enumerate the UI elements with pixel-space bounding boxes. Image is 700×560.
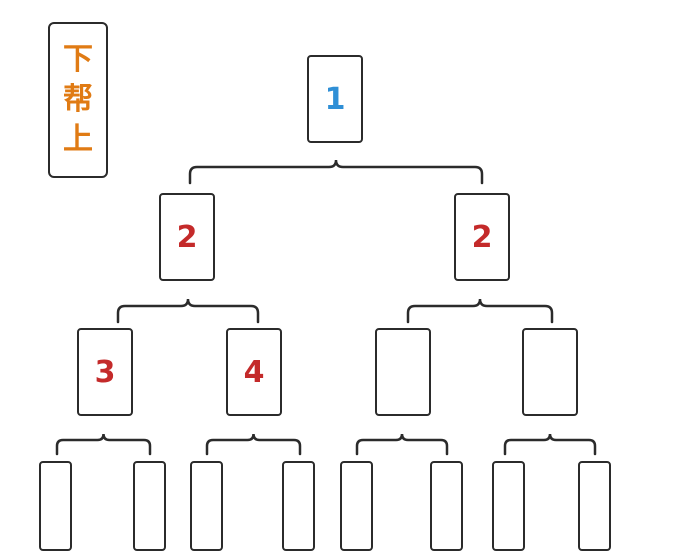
brace-root [188,159,484,185]
node-level1-left: 2 [159,193,215,281]
node-level3-3 [190,461,223,551]
node-level3-5 [340,461,373,551]
node-level2-1: 3 [77,328,133,416]
brace-level2-4 [503,433,597,456]
node-level2-2: 4 [226,328,282,416]
brace-level2-2 [205,433,302,456]
brace-level2-3 [355,433,449,456]
node-level2-3 [375,328,431,416]
node-level3-6 [430,461,463,551]
legend-char-1: 下 [63,42,93,77]
node-level3-1 [39,461,72,551]
legend-box: 下 帮 上 [48,22,108,178]
node-level3-2 [133,461,166,551]
legend-char-3: 上 [63,122,93,157]
node-root: 1 [307,55,363,143]
node-level3-7 [492,461,525,551]
brace-level2-1 [55,433,152,456]
node-level3-8 [578,461,611,551]
brace-level1-left [116,298,260,324]
node-level2-4 [522,328,578,416]
legend-char-2: 帮 [63,82,93,117]
brace-level1-right [406,298,554,324]
node-level3-4 [282,461,315,551]
node-level1-right: 2 [454,193,510,281]
